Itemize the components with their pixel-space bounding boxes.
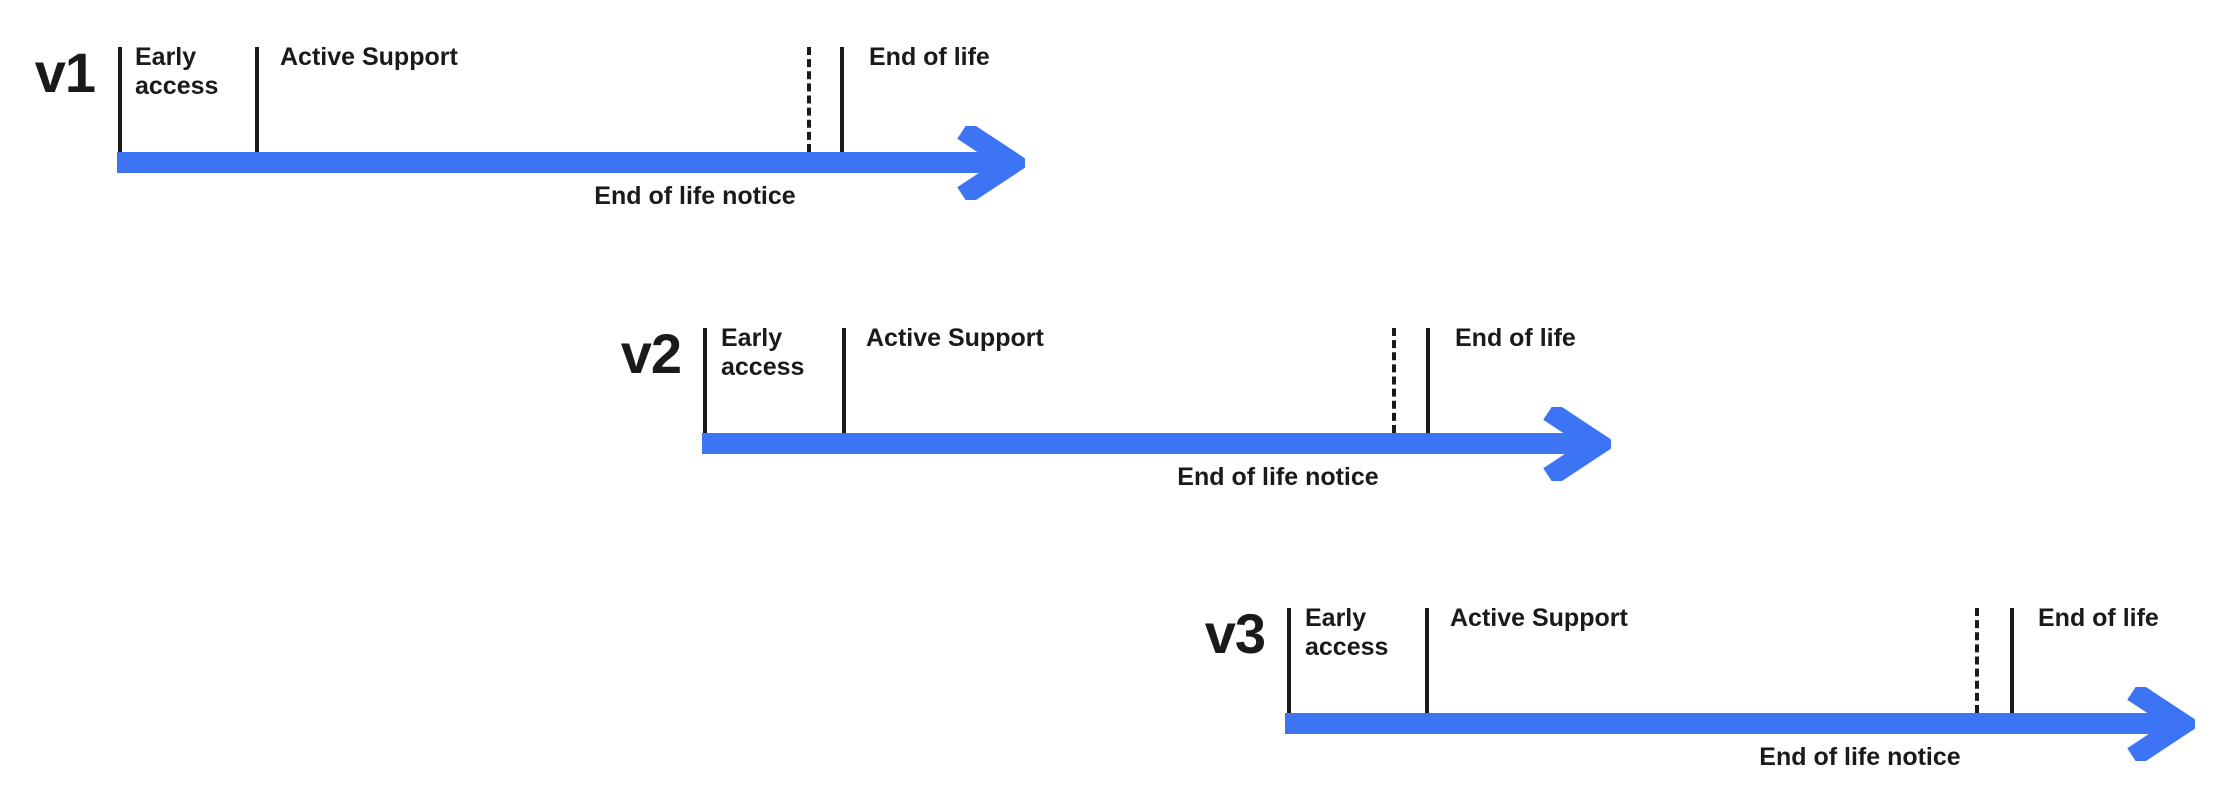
version-label-v3: v3 (1204, 602, 1266, 665)
phase-label-end-of-life-v3: End of life (2038, 604, 2159, 632)
divider-end-of-life-notice-v1 (807, 47, 811, 152)
phase-label-active-support-v2: Active Support (866, 324, 1044, 352)
timeline-row-v1: v1 Early access Active Support End of li… (0, 0, 2228, 240)
timeline-row-v3: v3 Early access Active Support End of li… (0, 561, 2228, 801)
lifecycle-bar-v1 (117, 152, 997, 173)
timeline-row-v2: v2 Early access Active Support End of li… (0, 281, 2228, 521)
phase-label-active-support-v3: Active Support (1450, 604, 1628, 632)
divider-early-access-start-v2 (703, 328, 707, 433)
divider-active-support-start-v1 (255, 47, 259, 152)
arrow-head-icon-v2 (1543, 407, 1611, 481)
divider-end-of-life-v1 (840, 47, 844, 152)
phase-label-early-access-v2: Early access (721, 324, 805, 381)
phase-label-end-of-life-v1: End of life (869, 43, 990, 71)
arrow-head-icon-v1 (957, 126, 1025, 200)
version-label-v2: v2 (620, 322, 682, 385)
lifecycle-bar-v3 (1285, 713, 2167, 734)
divider-active-support-start-v2 (842, 328, 846, 433)
notice-label-v3: End of life notice (1759, 743, 1961, 771)
divider-early-access-start-v1 (118, 47, 122, 152)
notice-label-v1: End of life notice (594, 182, 796, 210)
divider-end-of-life-v2 (1426, 328, 1430, 433)
phase-label-active-support-v1: Active Support (280, 43, 458, 71)
notice-label-v2: End of life notice (1177, 463, 1379, 491)
phase-label-end-of-life-v2: End of life (1455, 324, 1576, 352)
divider-end-of-life-v3 (2010, 608, 2014, 713)
divider-early-access-start-v3 (1287, 608, 1291, 713)
divider-end-of-life-notice-v2 (1392, 328, 1396, 433)
divider-end-of-life-notice-v3 (1975, 608, 1979, 713)
arrow-head-icon-v3 (2127, 687, 2195, 761)
phase-label-early-access-v1: Early access (135, 43, 219, 100)
version-label-v1: v1 (34, 41, 96, 104)
lifecycle-bar-v2 (702, 433, 1583, 454)
divider-active-support-start-v3 (1425, 608, 1429, 713)
phase-label-early-access-v3: Early access (1305, 604, 1389, 661)
